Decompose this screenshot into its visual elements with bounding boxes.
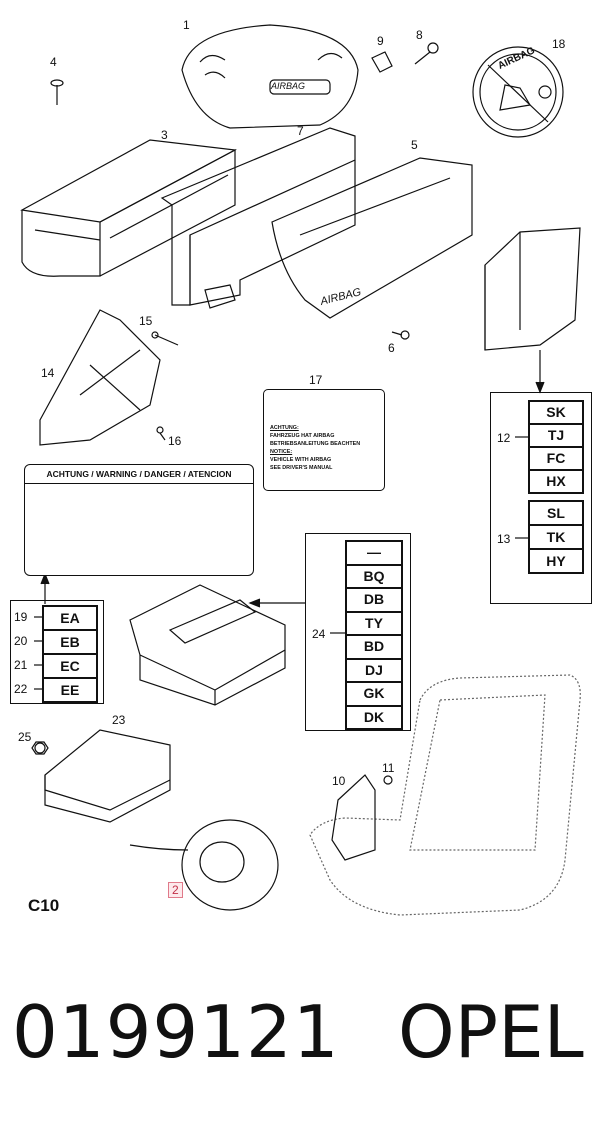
airbag-bracket [484, 227, 581, 394]
callout-8: 8 [416, 28, 423, 42]
code-24-2: DB [346, 588, 402, 612]
callout-2-highlight[interactable]: 2 [168, 882, 183, 898]
code-24-5: DJ [346, 658, 402, 682]
footer-brand: OPEL [398, 990, 584, 1074]
airbag-cover-text: AIRBAG [271, 81, 306, 91]
code-24-7: DK [346, 705, 402, 729]
code-24-4: BD [346, 635, 402, 659]
callout-1: 1 [183, 18, 190, 32]
code-12-1: TJ [529, 424, 583, 447]
airbag-sticker-17: ACHTUNG: FAHRZEUG HAT AIRBAG BETRIEBSANL… [263, 389, 385, 491]
callout-23: 23 [112, 713, 126, 727]
code-24-6: GK [346, 682, 402, 706]
sticker-line-5: VEHICLE WITH AIRBAG [270, 457, 332, 463]
clip-11 [383, 775, 393, 785]
sticker-line-1: ACHTUNG: [270, 425, 299, 431]
callout-9: 9 [377, 34, 384, 48]
code-24-1: BQ [346, 564, 402, 588]
callout-16: 16 [168, 434, 182, 448]
bolt-4 [50, 79, 64, 105]
control-module-24 [129, 584, 305, 706]
warning-label: ACHTUNG / WARNING / DANGER / ATENCION [24, 464, 254, 576]
seat-outline [309, 674, 581, 916]
callout-20: 20 [14, 634, 28, 648]
code-left-2: EC [43, 654, 97, 678]
callout-11: 11 [382, 761, 395, 775]
callout-12: 12 [497, 431, 511, 445]
code-12-2: FC [529, 447, 583, 470]
codes-frame-24 [305, 533, 411, 731]
callout-19: 19 [14, 610, 28, 624]
nut-25 [31, 741, 49, 755]
callout-17: 17 [309, 373, 323, 387]
page-code: C10 [28, 896, 60, 915]
callout-15: 15 [139, 314, 153, 328]
callout-6: 6 [388, 341, 395, 355]
code-12-0: SK [529, 401, 583, 424]
codes-frame-right [490, 392, 592, 604]
screw-6 [391, 330, 410, 340]
callout-24: 24 [312, 627, 326, 641]
airbag-seal-18 [472, 46, 564, 138]
bracket-14 [39, 309, 161, 446]
footer-part-number: 0199121 [12, 990, 340, 1074]
callout-18: 18 [552, 37, 566, 51]
sticker-line-3: BETRIEBSANLEITUNG BEACHTEN [270, 441, 361, 447]
clip-9 [371, 51, 393, 73]
callout-25: 25 [18, 730, 32, 744]
code-13-2: HY [529, 549, 583, 573]
sticker-line-6: SEE DRIVER'S MANUAL [270, 465, 333, 471]
codes-frame-left [10, 600, 104, 704]
callout-3: 3 [161, 128, 168, 142]
code-left-0: EA [43, 606, 97, 630]
callout-21: 21 [14, 658, 28, 672]
callout-22: 22 [14, 682, 28, 696]
code-24-0: — [346, 541, 402, 565]
code-12-3: HX [529, 470, 583, 493]
callout-4: 4 [50, 55, 57, 69]
callout-13: 13 [497, 532, 511, 546]
code-24-3: TY [346, 611, 402, 635]
callout-7: 7 [297, 124, 304, 138]
sticker-line-4: NOTICE: [270, 449, 293, 455]
screw-16 [156, 426, 166, 441]
screw-8 [414, 42, 439, 65]
callout-5: 5 [411, 138, 418, 152]
airbag-panel-5 [271, 157, 473, 319]
steering-airbag-cover [181, 24, 359, 129]
screw-15 [151, 331, 179, 346]
callout-14: 14 [41, 366, 55, 380]
code-left-1: EB [43, 630, 97, 654]
code-left-3: EE [43, 678, 97, 702]
control-unit-23 [34, 729, 171, 823]
warning-label-title: ACHTUNG / WARNING / DANGER / ATENCION [25, 465, 253, 484]
code-13-1: TK [529, 525, 583, 549]
side-airbag-10 [331, 774, 376, 861]
frame-7 [160, 127, 356, 309]
sticker-line-2: FAHRZEUG HAT AIRBAG [270, 433, 335, 439]
callout-10: 10 [332, 774, 346, 788]
code-13-0: SL [529, 501, 583, 525]
clock-spring-2 [129, 819, 279, 911]
airbag-module-3 [20, 139, 237, 277]
